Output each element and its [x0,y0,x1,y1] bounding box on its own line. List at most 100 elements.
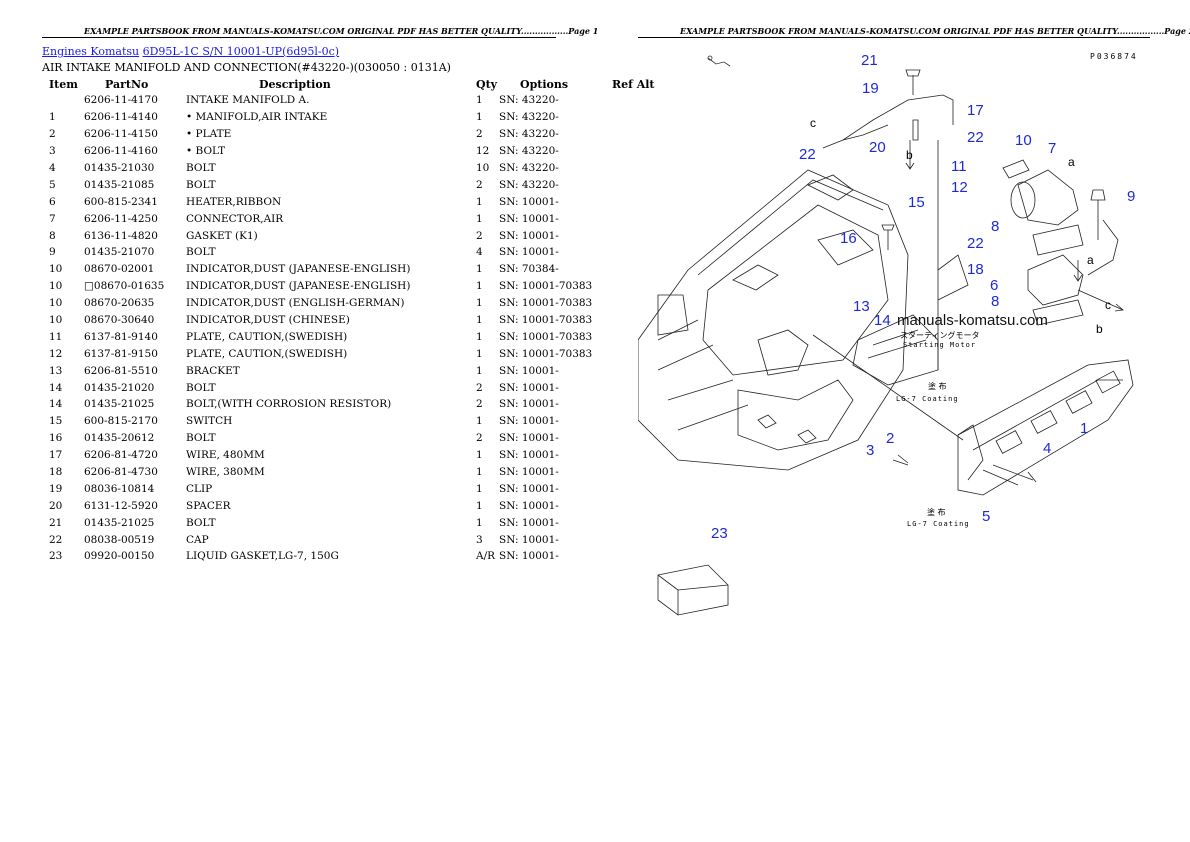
col-header-refalt: Ref Alt [612,77,655,91]
cell-options: SN: 10001-70383 [499,314,593,327]
breadcrumb-link-model[interactable]: 6D95L-1C S/N 10001-UP(6d95l-0c) [142,45,340,58]
cell-options: SN: 10001- [499,516,559,529]
cell-qty: 2 [476,229,483,242]
callout-number: 17 [967,102,984,119]
cell-qty: 1 [476,263,483,276]
cell-partno: 09920-00150 [84,550,155,563]
cell-description: BOLT [186,381,216,394]
cell-item: 11 [49,330,63,343]
cell-item: 22 [49,533,63,546]
cell-partno: 08670-20635 [84,297,155,310]
cell-partno: 6206-81-4720 [84,449,158,462]
cell-partno: 08670-30640 [84,314,155,327]
cell-item: 10 [49,280,63,293]
cell-partno: 6206-11-4160 [84,145,158,158]
cell-partno: 01435-21020 [84,381,155,394]
engine-block-drawing [638,169,909,471]
cell-description: BOLT [186,162,216,174]
cell-options: SN: 10001-70383 [499,330,593,343]
letter-label: a [1087,253,1094,267]
page1-header-rule [42,37,556,38]
cell-item: 19 [49,482,63,495]
cell-partno: 01435-21085 [84,178,155,191]
cell-description: BRACKET [186,364,240,377]
cell-partno: 01435-21070 [84,246,155,259]
cell-qty: 1 [476,111,483,124]
cell-description: INDICATOR,DUST (JAPANESE-ENGLISH) [186,263,411,276]
cell-item: 20 [49,499,63,512]
cell-partno: 6206-81-4730 [84,466,158,479]
cell-item [42,92,84,109]
cell-options: SN: 10001- [499,466,559,479]
cell-partno: 01435-21025 [84,398,155,411]
cell-description: • MANIFOLD,AIR INTAKE [186,111,328,124]
cell-partno: 6206-11-4150 [84,128,158,141]
exploded-parts-diagram [638,55,1134,616]
cell-options: SN: 10001- [499,432,559,445]
cell-description: GASKET (K1) [186,229,258,242]
cell-description: WIRE, 380MM [186,466,265,479]
cell-qty: 2 [476,178,483,191]
breadcrumb-link-engines[interactable]: Engines Komatsu [42,45,140,58]
cell-description: BOLT [186,178,216,191]
letter-label: c [810,116,816,130]
callout-number: 20 [869,139,886,156]
cell-qty: 1 [476,314,483,327]
figure-code: P036874 [1090,52,1138,61]
cell-item: 9 [49,246,56,259]
col-header-description: Description [259,77,331,91]
intake-manifold-drawing [957,359,1134,496]
cell-partno: 08036-10814 [84,482,155,495]
callout-number: 3 [866,442,875,459]
cell-item: 6 [49,195,56,208]
callout-number: 19 [862,80,879,97]
cell-description: PLATE, CAUTION,(SWEDISH) [186,330,348,343]
cell-options: SN: 10001- [499,398,559,411]
cell-options: SN: 43220- [499,162,559,174]
page2-header-rule [638,37,1150,38]
cell-description: INTAKE MANIFOLD A. [186,94,310,107]
cell-description: PLATE, CAUTION,(SWEDISH) [186,347,348,360]
cell-partno: □08670-01635 [84,280,165,293]
cell-qty: 10 [476,162,490,174]
cell-item: 15 [49,415,63,428]
cell-item: 21 [49,516,63,529]
cell-options: SN: 10001- [499,364,559,377]
cell-qty: 1 [476,330,483,343]
callout-number: 7 [1048,140,1057,157]
col-header-item: Item [49,77,78,91]
cell-description: BOLT,(WITH CORROSION RESISTOR) [186,398,392,411]
cell-description: CAP [186,533,209,546]
cell-partno: 6206-11-4170 [84,94,158,107]
col-header-partno: PartNo [105,77,149,91]
cell-options: SN: 43220- [499,111,559,124]
cell-options: SN: 10001-70383 [499,347,593,360]
detail-icon [707,55,731,67]
callout-number: 8 [991,293,1000,310]
cell-partno: 6206-11-4140 [84,111,158,124]
coating-jp-label-1: 塗 布 [928,382,947,391]
page1-header: EXAMPLE PARTSBOOK FROM MANUALS-KOMATSU.C… [84,26,599,36]
cell-partno: 600-815-2341 [84,195,158,208]
parts-table: Item PartNo Description Qty Options Ref … [42,76,672,565]
watermark: manuals-komatsu.com [897,312,1048,329]
cell-qty: 1 [476,415,483,428]
callout-number: 9 [1127,188,1136,205]
lg7-coating-label-2: LG-7 Coating [907,520,970,528]
lg7-tube-drawing [657,564,729,616]
callout-number: 12 [951,179,968,196]
cell-qty: 1 [476,449,483,462]
callout-number: 2 [886,430,895,447]
cell-description: BOLT [186,516,216,529]
callout-number: 22 [967,235,984,252]
